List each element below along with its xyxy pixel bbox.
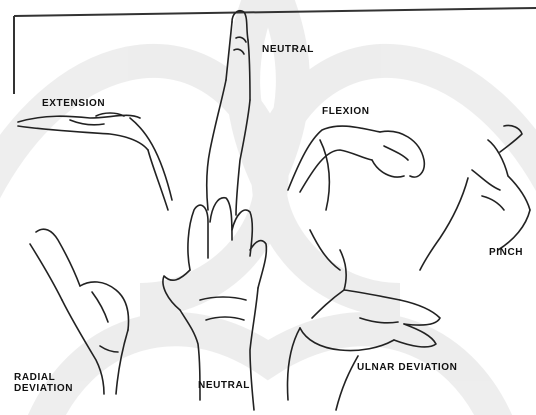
radial-deviation-label-line1: RADIAL [14,372,55,383]
flexion-label: FLEXION [322,106,370,117]
flexion-hand-sketch [288,126,424,210]
radial-deviation-label-line2: DEVIATION [14,383,73,394]
neutral-bottom-label: NEUTRAL [198,380,250,391]
extension-label: EXTENSION [42,98,105,109]
ulnar-deviation-label: ULNAR DEVIATION [357,362,457,373]
neutral-top-label: NEUTRAL [262,44,314,55]
pinch-label: PINCH [489,247,523,258]
